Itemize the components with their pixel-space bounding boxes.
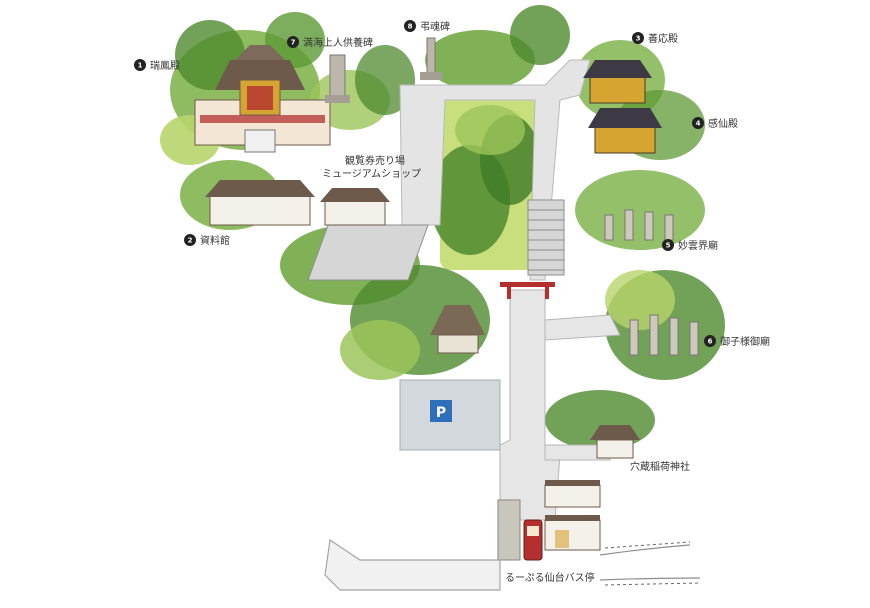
marker-number: 4	[696, 120, 701, 128]
parking-symbol: P	[436, 405, 446, 421]
marker-zuihoden[interactable]: 1 瑞鳳殿	[134, 59, 180, 72]
thatched-gatehouse	[430, 305, 485, 354]
marker-label: 満海上人供養碑	[303, 36, 373, 49]
zennoden-hall	[583, 60, 652, 104]
bus-stop-post	[523, 519, 543, 561]
marker-label: 善応殿	[648, 32, 678, 45]
ticket-label-line2: ミュージアムショップ	[322, 168, 421, 180]
tree-cluster	[605, 270, 675, 330]
marker-label: 妙雲界廟	[678, 239, 718, 252]
entrance-shops	[544, 480, 601, 551]
marker-museum[interactable]: 2 資料館	[184, 234, 230, 247]
road-curve	[599, 544, 691, 556]
ticket-label-line1: 観覧券売り場	[345, 154, 405, 167]
marker-manhai-memorial[interactable]: 7 満海上人供養碑	[287, 36, 373, 49]
marker-label: 瑞鳳殿	[150, 60, 180, 72]
stairs	[307, 224, 429, 281]
tree-cluster	[510, 5, 570, 65]
lower-street	[324, 538, 501, 591]
myounkai-tombs	[604, 209, 674, 241]
bus-stop-label: るーぷる仙台バス停	[505, 571, 595, 584]
parking-lot: P	[399, 379, 501, 451]
marker-chokonhi[interactable]: 8 弔魂碑	[404, 20, 450, 33]
marker-number: 1	[138, 62, 143, 70]
marker-label: 御子様御廟	[720, 335, 770, 348]
buildings-layer	[194, 37, 699, 561]
marker-label: 弔魂碑	[420, 20, 450, 33]
road-curve	[599, 577, 701, 581]
railing	[604, 541, 701, 586]
tree-cluster	[425, 30, 535, 90]
marker-number: 8	[408, 23, 413, 31]
shrine-label: 穴蔵稲荷神社	[630, 460, 690, 473]
stairs	[527, 199, 565, 276]
marker-number: 7	[291, 39, 296, 47]
kansenden-hall	[588, 108, 662, 154]
okosama-tombs	[629, 314, 699, 356]
ticket-office-label: 観覧券売り場 ミュージアムショップ	[322, 154, 421, 180]
path-layer	[307, 59, 701, 591]
parking-sign	[430, 400, 452, 422]
marker-number: 2	[188, 237, 193, 245]
marker-number: 6	[708, 338, 713, 346]
marker-okosama-gobyo[interactable]: 6 御子様御廟	[704, 335, 770, 348]
shrine-path	[544, 444, 611, 461]
marker-label: 感仙殿	[708, 117, 738, 130]
side-road	[544, 314, 621, 341]
red-gate	[500, 282, 555, 299]
stone-wall	[497, 499, 521, 561]
marker-zennoden[interactable]: 3 善応殿	[632, 32, 678, 45]
museum-building	[205, 180, 390, 226]
marker-number: 5	[666, 242, 671, 250]
marker-label: 資料館	[200, 234, 230, 247]
tree-cluster	[455, 105, 525, 155]
marker-myounkaibyo[interactable]: 5 妙雲界廟	[662, 239, 718, 252]
tree-cluster	[340, 320, 420, 380]
zuihoden-hall	[194, 45, 331, 153]
tree-cluster	[575, 170, 705, 250]
chokonhi-monument	[420, 37, 442, 80]
marker-kansenden[interactable]: 4 感仙殿	[692, 117, 738, 130]
anagura-inari-shrine	[590, 425, 640, 459]
marker-number: 3	[636, 35, 641, 43]
manhai-memorial	[325, 54, 350, 103]
